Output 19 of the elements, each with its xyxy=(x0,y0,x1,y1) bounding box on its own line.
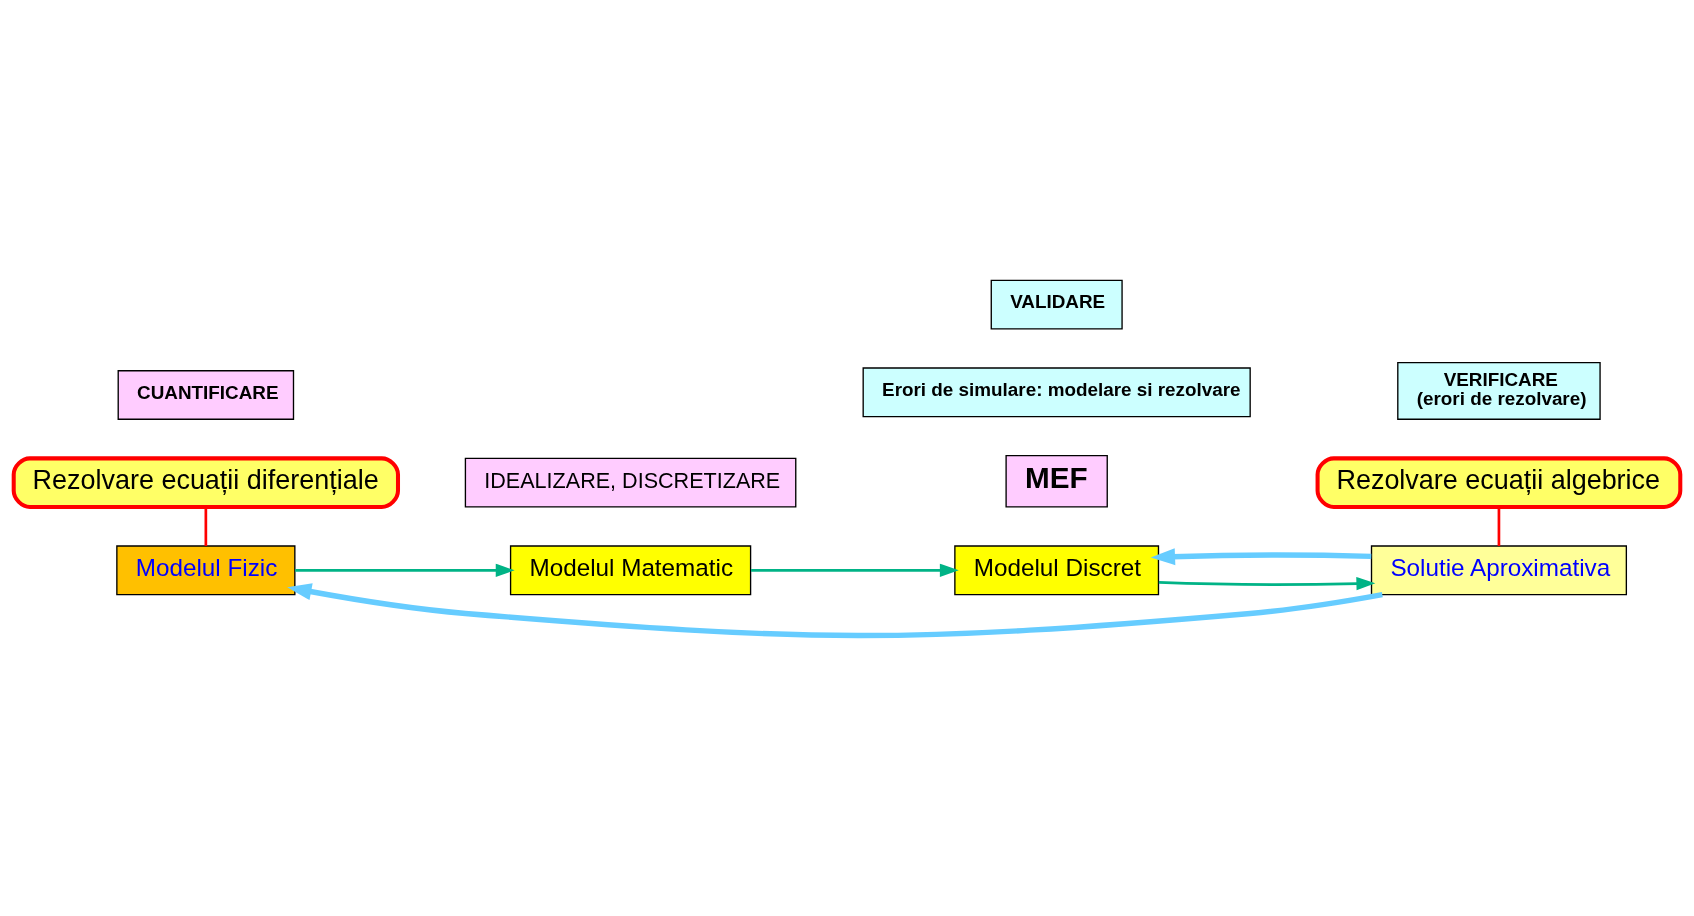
node-box: Rezolvare ecuații diferențiale xyxy=(11,456,400,509)
node-box: MEF xyxy=(1005,455,1108,508)
node-box: Solutie Aproximativa xyxy=(1370,545,1628,596)
node-box: VERIFICARE (erori de rezolvare) xyxy=(1397,361,1601,420)
arrow xyxy=(295,563,515,577)
node-box: Modelul Fizic xyxy=(116,545,296,596)
node-box: Modelul Matematic xyxy=(509,545,752,596)
node-box: CUANTIFICARE xyxy=(117,370,295,420)
arrow xyxy=(287,583,1383,639)
node-box: VALIDARE xyxy=(990,279,1123,330)
node-box: Rezolvare ecuații algebrice xyxy=(1315,456,1683,509)
node-box: IDEALIZARE, DISCRETIZARE xyxy=(464,457,797,508)
arrow xyxy=(751,563,959,577)
arrow xyxy=(1158,577,1376,591)
connector xyxy=(204,507,208,546)
connector xyxy=(1497,507,1501,546)
arrow xyxy=(1150,548,1372,566)
node-box: Modelul Discret xyxy=(954,545,1160,596)
node-box: Erori de simulare: modelare si rezolvare xyxy=(862,367,1251,418)
